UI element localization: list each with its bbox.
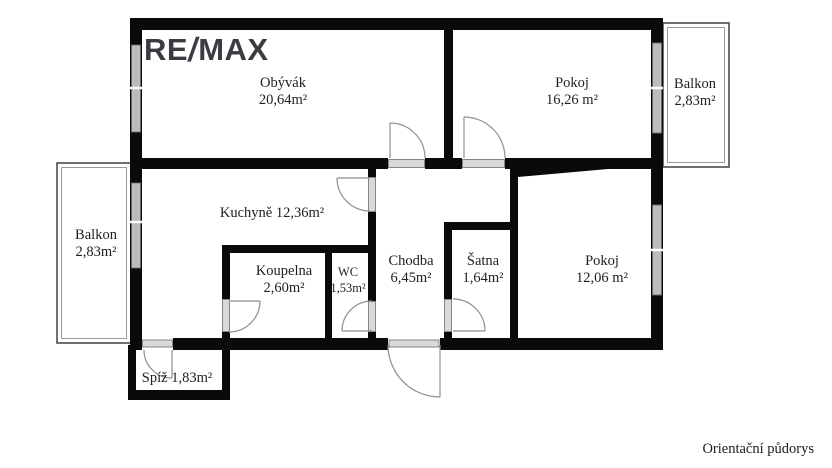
balcony-left-outline <box>56 162 132 344</box>
door-entrance <box>387 344 441 398</box>
room-name: Koupelna <box>255 263 313 279</box>
room-area: 1,53m² <box>330 281 366 295</box>
remax-logo: RE/MAX <box>144 31 269 69</box>
room-name: Šatna <box>466 253 500 269</box>
room-label-pokoj-right: Pokoj 12,06 m² <box>576 253 628 287</box>
remax-logo-max: MAX <box>198 32 269 67</box>
room-name: Pokoj <box>555 75 589 91</box>
remax-logo-re: RE <box>144 32 189 67</box>
room-area: 16,26 m² <box>546 92 598 108</box>
window-kitchen-balcony <box>130 182 142 269</box>
plan-caption: Orientační půdorys <box>702 441 814 457</box>
room-name-area: Spíž 1,83m² <box>141 370 213 386</box>
window-living-room <box>130 44 142 133</box>
room-area: 20,64m² <box>258 92 308 108</box>
room-label-wc: WC 1,53m² <box>330 264 365 296</box>
room-area: 12,06 m² <box>576 270 628 286</box>
room-label-balkon-left: Balkon 2,83m² <box>75 227 117 261</box>
room-name: Obývák <box>260 75 306 91</box>
room-label-satna: Šatna 1,64m² <box>462 253 503 287</box>
windows <box>130 42 663 296</box>
room-label-pokoj-top: Pokoj 16,26 m² <box>546 75 598 109</box>
door-thresholds <box>142 159 505 348</box>
room-area: 2,83m² <box>75 244 117 260</box>
room-name: Chodba <box>388 253 434 269</box>
door-pantry <box>143 349 173 379</box>
balcony-right-outline <box>662 22 730 168</box>
door-bathroom <box>228 300 261 333</box>
door-arcs <box>143 116 506 398</box>
door-room-top <box>463 116 506 159</box>
room-label-kuchyne: Kuchyně 12,36m² <box>220 205 324 221</box>
room-name-area: Kuchyně 12,36m² <box>219 205 325 221</box>
door-wc <box>341 300 373 332</box>
room-label-balkon-right: Balkon 2,83m² <box>674 76 716 110</box>
room-area: 6,45m² <box>390 270 432 286</box>
window-room-right <box>651 204 663 296</box>
room-label-obyvak: Obývák 20,64m² <box>259 75 307 109</box>
door-living-room <box>389 122 426 159</box>
room-name: Balkon <box>674 76 716 92</box>
room-area: 2,83m² <box>674 93 716 109</box>
window-room-top <box>651 42 663 134</box>
room-label-koupelna: Koupelna 2,60m² <box>256 263 312 297</box>
door-closet <box>452 298 486 332</box>
room-name: Balkon <box>75 227 117 243</box>
room-name: WC <box>337 265 359 279</box>
room-label-spiz: Spíž 1,83m² <box>142 370 212 386</box>
room-area: 2,60m² <box>263 280 305 296</box>
door-kitchen <box>336 177 371 212</box>
room-label-chodba: Chodba 6,45m² <box>388 253 433 287</box>
room-area: 1,64m² <box>462 270 504 286</box>
room-name: Pokoj <box>585 253 619 269</box>
